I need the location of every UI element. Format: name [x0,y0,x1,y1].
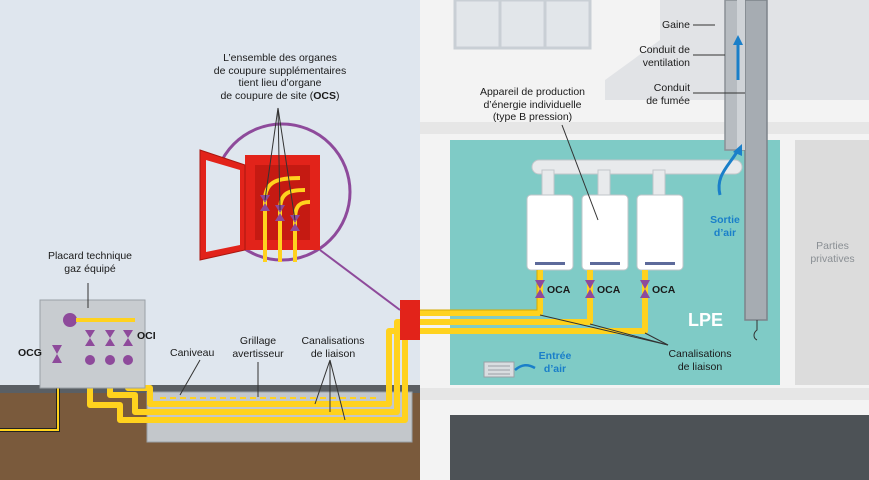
grillage-line1: Grillage [239,335,277,347]
parties-privatives-label: Parties privatives [800,240,865,265]
oca-label-3: OCA [652,284,676,296]
ocs-note-line1: L’ensemble des organes [223,52,337,64]
entree-air-line2: d’air [543,362,567,375]
canal-right-label: Canalisations de liaison [660,348,740,373]
appareil-line2: d’énergie individuelle [483,98,582,111]
parties-privatives-line1: Parties [816,240,849,252]
arrow-up-icon [733,35,743,45]
conduit-fumee [744,0,768,321]
oci-label: OCI [137,330,156,342]
fumee-line2: de fumée [646,94,690,107]
appareil-label: Appareil de production d’énergie individ… [470,86,595,124]
appareil-line1: Appareil de production [479,86,586,98]
grillage-label: Grillage avertisseur [228,335,288,360]
ocs-note-line3: tient lieu d’organe [238,77,322,89]
grillage-line2: avertisseur [232,347,284,360]
window-icon [453,0,592,50]
oca-label-2: OCA [597,284,621,296]
sortie-air-label: Sortie d’air [700,214,750,239]
ocs-note-line4: de coupure de site (OCS) [200,90,360,103]
caniveau-label: Caniveau [170,347,215,359]
gaine-label: Gaine [661,19,690,31]
parties-privatives-line2: privatives [810,252,855,265]
fumee-line1: Conduit [653,82,690,94]
fumee-label: Conduit de fumée [620,82,690,107]
lower-room [450,415,869,480]
ocs-note: L’ensemble des organes de coupure supplé… [200,52,360,102]
placard-line2: gaz équipé [64,262,116,275]
ventilation-label: Conduit de ventilation [620,44,690,69]
ventilation-line2: ventilation [642,56,690,69]
canal-right-line1: Canalisations [668,348,732,360]
parties-privatives-room [795,140,869,385]
ocg-label: OCG [18,347,42,359]
canal-right-line2: de liaison [677,360,723,373]
placard-label: Placard technique gaz équipé [40,250,140,275]
canal-left-label: Canalisations de liaison [298,335,368,360]
ocs-note-line4-pre: de coupure de site ( [220,89,314,102]
boiler-icon [526,194,684,271]
ventilation-line1: Conduit de [639,44,690,56]
valve-icon [535,280,650,298]
ocs-note-line4-post: ) [336,89,340,102]
canal-left-line1: Canalisations [301,335,365,347]
manifold [531,159,743,175]
sortie-air-line1: Sortie [710,214,740,226]
canal-left-line2: de liaison [310,347,356,360]
ocs-abbr: OCS [313,89,337,102]
entree-air-label: Entrée d’air [535,350,575,375]
lpe-label: LPE [688,310,724,330]
entree-air-line1: Entrée [538,350,572,362]
ocs-box-icon [400,300,420,340]
placard-line1: Placard technique [47,250,133,262]
oca-label-1: OCA [547,284,571,296]
ocs-note-line2: de coupure supplémentaires [213,64,347,77]
sortie-air-line2: d’air [713,226,737,239]
appareil-line3: (type B pression) [492,111,573,123]
